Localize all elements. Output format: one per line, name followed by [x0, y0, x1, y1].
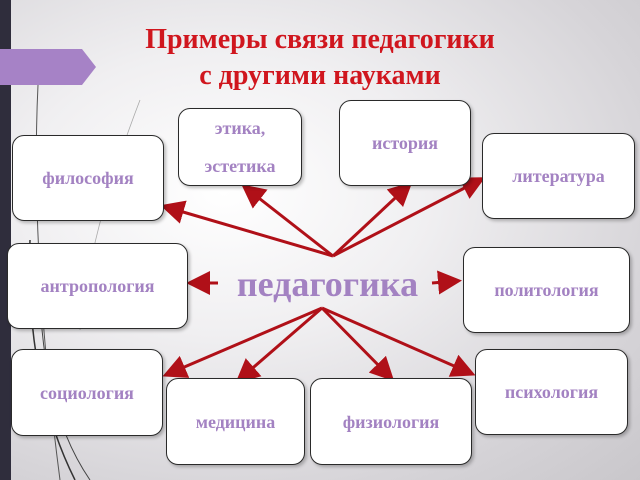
- node-ethics-line2: эстетика: [204, 156, 276, 176]
- center-node-pedagogy: педагогика: [236, 264, 419, 304]
- node-philosophy-label: философия: [42, 168, 134, 188]
- slide-title: Примеры связи педагогики с другими наука…: [90, 22, 550, 94]
- node-medicine: медицина: [166, 378, 305, 465]
- node-psychology: психология: [475, 349, 628, 435]
- node-literature-label: литература: [512, 166, 605, 186]
- node-physiology-label: физиология: [342, 411, 440, 432]
- node-medicine-label: медицина: [195, 411, 276, 432]
- node-ethics-line1: этика,: [214, 118, 266, 138]
- node-sociology: социология: [11, 349, 163, 436]
- purple-tab-arrow: [0, 49, 96, 85]
- node-philosophy: философия: [12, 135, 164, 221]
- title-line-2: с другими науками: [199, 60, 441, 91]
- node-ethics-aesthetics: этика, эстетика: [178, 108, 302, 186]
- node-sociology-label: социология: [40, 382, 134, 403]
- node-politology-label: политология: [494, 280, 599, 300]
- title-line-1: Примеры связи педагогики: [145, 24, 495, 55]
- left-accent-bar: [0, 0, 11, 480]
- node-literature: литература: [482, 133, 635, 219]
- node-history-label: история: [371, 133, 439, 153]
- node-politology: политология: [463, 247, 630, 333]
- node-history: история: [339, 100, 471, 186]
- node-psychology-label: психология: [504, 382, 599, 402]
- node-physiology: физиология: [310, 378, 472, 465]
- node-anthropology-label: антропология: [40, 276, 155, 296]
- node-anthropology: антропология: [7, 243, 188, 329]
